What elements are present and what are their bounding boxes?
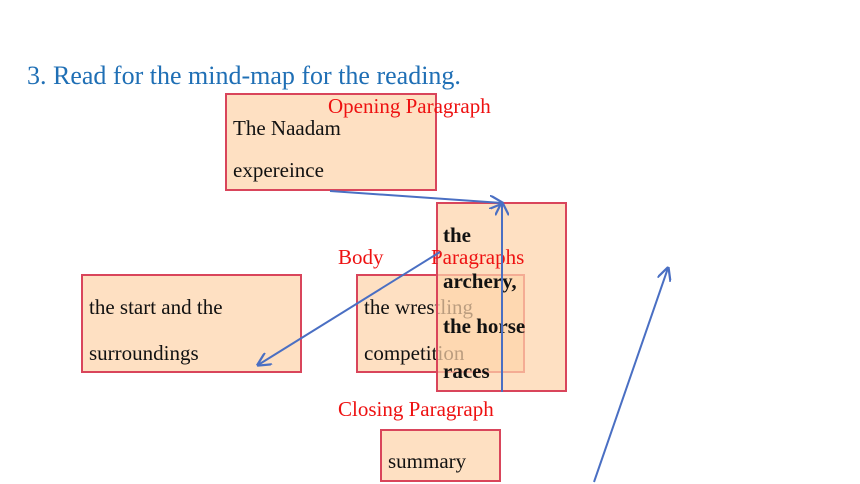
box-archery-line2: archery, [443, 269, 517, 293]
box-summary-line1: summary [388, 449, 467, 473]
arrow-to-start-box [258, 251, 441, 365]
box-naadam-experience [225, 93, 437, 191]
box-naadam-line2: expereince [233, 158, 324, 182]
box-summary [380, 429, 501, 482]
slide-title: 3. Read for the mind-map for the reading… [27, 61, 461, 90]
box-start-line1: the start and the [89, 295, 223, 319]
box-archery-line3: the horse [443, 314, 526, 338]
box-archery-line4: races [443, 359, 490, 383]
box-naadam-line1: The Naadam [233, 116, 341, 140]
label-paragraphs: Paragraphs [431, 245, 525, 269]
arrow-naadam-to-archery [329, 190, 502, 203]
box-archery-line1: the [443, 223, 471, 247]
label-body: Body [338, 245, 384, 269]
arrow-diagonal-right [593, 268, 668, 483]
box-start-line2: surroundings [89, 341, 199, 365]
label-opening-paragraph: Opening Paragraph [328, 94, 491, 118]
label-closing-paragraph: Closing Paragraph [338, 397, 494, 421]
